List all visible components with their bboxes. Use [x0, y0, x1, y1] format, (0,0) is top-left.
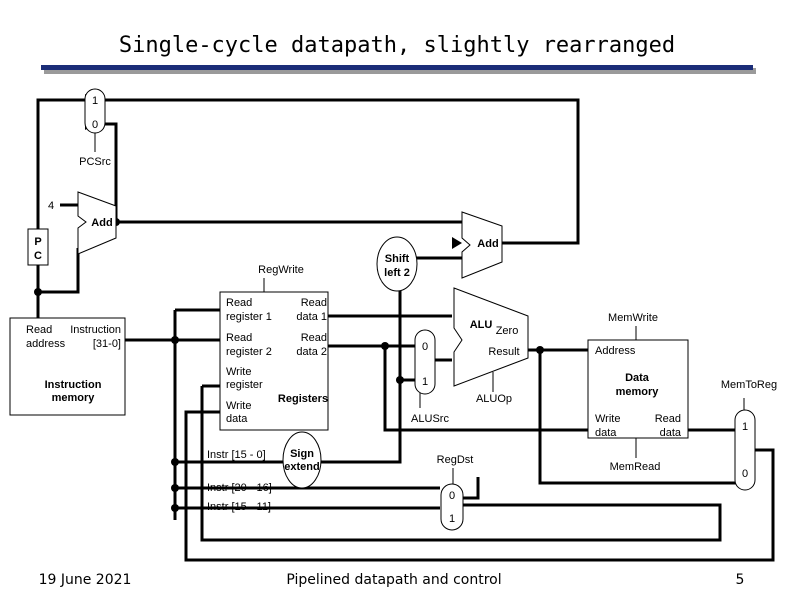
title-underline-shadow [44, 68, 756, 74]
footer-page-number: 5 [736, 572, 745, 588]
reg-write-data-2: data [226, 413, 248, 425]
sign-extend: Sign extend [282, 431, 322, 489]
dm-name-2: memory [616, 386, 660, 398]
sign-extend-label-2: extend [284, 461, 319, 473]
shift-label-1: Shift [385, 253, 410, 265]
alu: ALU Zero Result [453, 287, 529, 387]
alusrc-mux-input-1: 1 [422, 376, 428, 388]
pcsrc-mux: 1 0 [84, 88, 106, 134]
pcsrc-label: PCSrc [79, 156, 111, 168]
im-read-address-1: Read [26, 324, 52, 336]
sign-extend-label-1: Sign [290, 448, 314, 460]
reg-read-data2-1: Read [301, 332, 327, 344]
pc-adder: Add [77, 191, 117, 255]
regdst-label: RegDst [437, 454, 474, 466]
dm-name-1: Data [625, 372, 650, 384]
instruction-memory: Read address Instruction [31-0] Instruct… [9, 317, 126, 416]
alusrc-label: ALUSrc [411, 413, 449, 425]
alu-label: ALU [470, 319, 493, 331]
instr-field-20-16: Instr [20 - 16] [207, 482, 272, 494]
dm-write-data-1: Write [595, 413, 620, 425]
branch-adder: Add [461, 211, 503, 279]
alu-result: Result [488, 346, 519, 358]
slide-title: Single-cycle datapath, slightly rearrang… [119, 33, 675, 58]
pc-adder-label: Add [91, 217, 112, 229]
title-underline [41, 65, 753, 70]
shift-left-2: Shift left 2 [376, 236, 418, 292]
dm-read-data-1: Read [655, 413, 681, 425]
dm-read-data-2: data [660, 427, 682, 439]
alusrc-mux: 0 1 [414, 329, 436, 395]
im-name-1: Instruction [45, 379, 102, 391]
reg-read-reg2-1: Read [226, 332, 252, 344]
footer-title: Pipelined datapath and control [286, 572, 501, 588]
memread-label: MemRead [610, 461, 661, 473]
data-memory: Address Data memory Write data Read data [587, 339, 689, 439]
im-read-address-2: address [26, 338, 66, 350]
dm-address: Address [595, 345, 636, 357]
shift-label-2: left 2 [384, 267, 410, 279]
regdst-mux-input-1: 1 [449, 513, 455, 525]
reg-read-reg1-2: register 1 [226, 311, 272, 323]
datapath-wires [10, 98, 775, 562]
footer-date: 19 June 2021 [39, 572, 132, 588]
im-instruction-1: Instruction [70, 324, 121, 336]
memtoreg-mux-input-1: 1 [742, 421, 748, 433]
memwrite-label: MemWrite [608, 312, 658, 324]
instr-field-15-11: Instr [15 - 11] [207, 501, 271, 513]
memtoreg-mux-input-0: 0 [742, 468, 748, 480]
reg-write-reg-1: Write [226, 366, 251, 378]
pc-label-p: P [34, 236, 41, 248]
reg-write-reg-2: register [226, 379, 263, 391]
branch-adder-label: Add [477, 238, 498, 250]
regwrite-label: RegWrite [258, 264, 304, 276]
im-instruction-2: [31-0] [93, 338, 121, 350]
register-file: Read register 1 Read data 1 Read registe… [219, 291, 329, 431]
im-name-2: memory [52, 392, 96, 404]
alusrc-mux-input-0: 0 [422, 341, 428, 353]
reg-read-data1-2: data 1 [296, 311, 327, 323]
dm-write-data-2: data [595, 427, 617, 439]
reg-write-data-1: Write [226, 400, 251, 412]
constant-four: 4 [48, 200, 54, 212]
regdst-mux: 0 1 [440, 483, 464, 531]
regdst-mux-input-0: 0 [449, 490, 455, 502]
pcsrc-mux-input-1: 1 [92, 95, 98, 107]
reg-read-reg2-2: register 2 [226, 346, 272, 358]
memtoreg-label: MemToReg [721, 379, 777, 391]
aluop-label: ALUOp [476, 393, 512, 405]
instr-field-15-0: Instr [15 - 0] [207, 449, 266, 461]
reg-read-data2-2: data 2 [296, 346, 327, 358]
memtoreg-mux: 1 0 [734, 409, 756, 491]
alu-zero: Zero [496, 325, 519, 337]
program-counter: P C [27, 228, 49, 266]
reg-read-reg1-1: Read [226, 297, 252, 309]
pcsrc-mux-input-0: 0 [92, 119, 98, 131]
reg-read-data1-1: Read [301, 297, 327, 309]
arrow-heads [85, 94, 462, 249]
pc-label-c: C [34, 250, 42, 262]
registers-name: Registers [278, 393, 328, 405]
